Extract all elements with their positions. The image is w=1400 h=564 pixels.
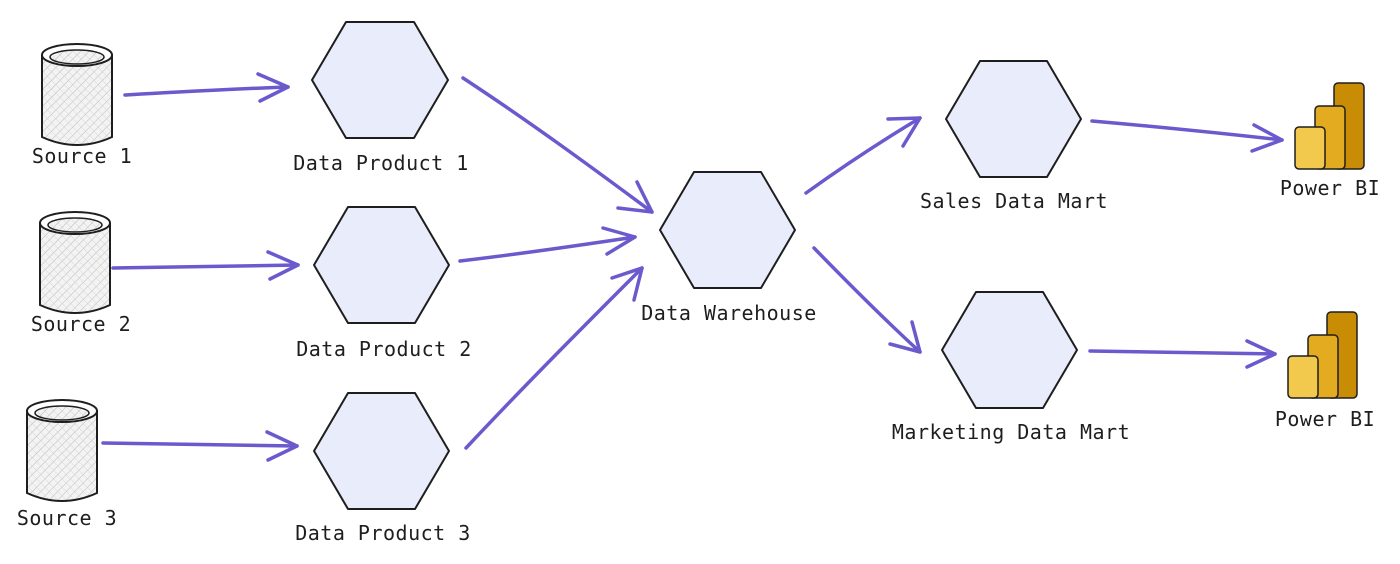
arrows-layer (101, 72, 1284, 462)
source-1-node[interactable]: Source 1 (32, 43, 132, 168)
arrow-product2-to-warehouse (458, 226, 637, 263)
database-icon (26, 399, 98, 502)
arrow-warehouse-to-sales-mart (804, 116, 922, 195)
data-product-1-label: Data Product 1 (293, 151, 469, 175)
power-bi-2-label: Power BI (1275, 407, 1375, 431)
power-bi-icon (1287, 311, 1358, 399)
sales-data-mart-label: Sales Data Mart (920, 189, 1108, 213)
sales-data-mart-node[interactable]: Sales Data Mart (920, 60, 1108, 213)
hexagon-icon (311, 21, 449, 139)
hexagon-icon (313, 206, 450, 324)
marketing-data-mart-node[interactable]: Marketing Data Mart (892, 291, 1130, 444)
data-product-3-node[interactable]: Data Product 3 (295, 392, 471, 545)
hexagon-icon (945, 60, 1082, 178)
arrow-product1-to-warehouse (461, 76, 654, 214)
power-bi-2-node[interactable]: Power BI (1275, 311, 1375, 431)
data-product-3-label: Data Product 3 (295, 521, 471, 545)
data-product-2-node[interactable]: Data Product 2 (296, 206, 472, 361)
arrow-product3-to-warehouse (464, 266, 644, 450)
arrow-marketing-mart-to-powerbi (1088, 339, 1277, 369)
arrow-source2-to-product2 (111, 250, 300, 281)
power-bi-icon (1294, 82, 1365, 170)
database-icon (39, 211, 111, 314)
source-3-node[interactable]: Source 3 (17, 399, 117, 530)
power-bi-1-label: Power BI (1280, 176, 1380, 200)
arrow-warehouse-to-marketing-mart (812, 246, 922, 354)
database-icon (41, 43, 113, 146)
hexagon-icon (659, 171, 796, 289)
source-3-label: Source 3 (17, 506, 117, 530)
power-bi-1-node[interactable]: Power BI (1280, 82, 1380, 200)
source-1-label: Source 1 (32, 144, 132, 168)
arrow-source1-to-product1 (123, 72, 290, 103)
hexagon-icon (313, 392, 450, 510)
source-2-node[interactable]: Source 2 (31, 211, 131, 336)
data-warehouse-label: Data Warehouse (641, 301, 817, 325)
arrow-source3-to-product3 (101, 430, 299, 462)
source-2-label: Source 2 (31, 312, 131, 336)
hexagon-icon (941, 291, 1078, 409)
marketing-data-mart-label: Marketing Data Mart (892, 420, 1130, 444)
arrow-sales-mart-to-powerbi (1090, 119, 1284, 153)
data-product-1-node[interactable]: Data Product 1 (293, 21, 469, 175)
data-product-2-label: Data Product 2 (296, 337, 472, 361)
data-warehouse-node[interactable]: Data Warehouse (641, 171, 817, 325)
